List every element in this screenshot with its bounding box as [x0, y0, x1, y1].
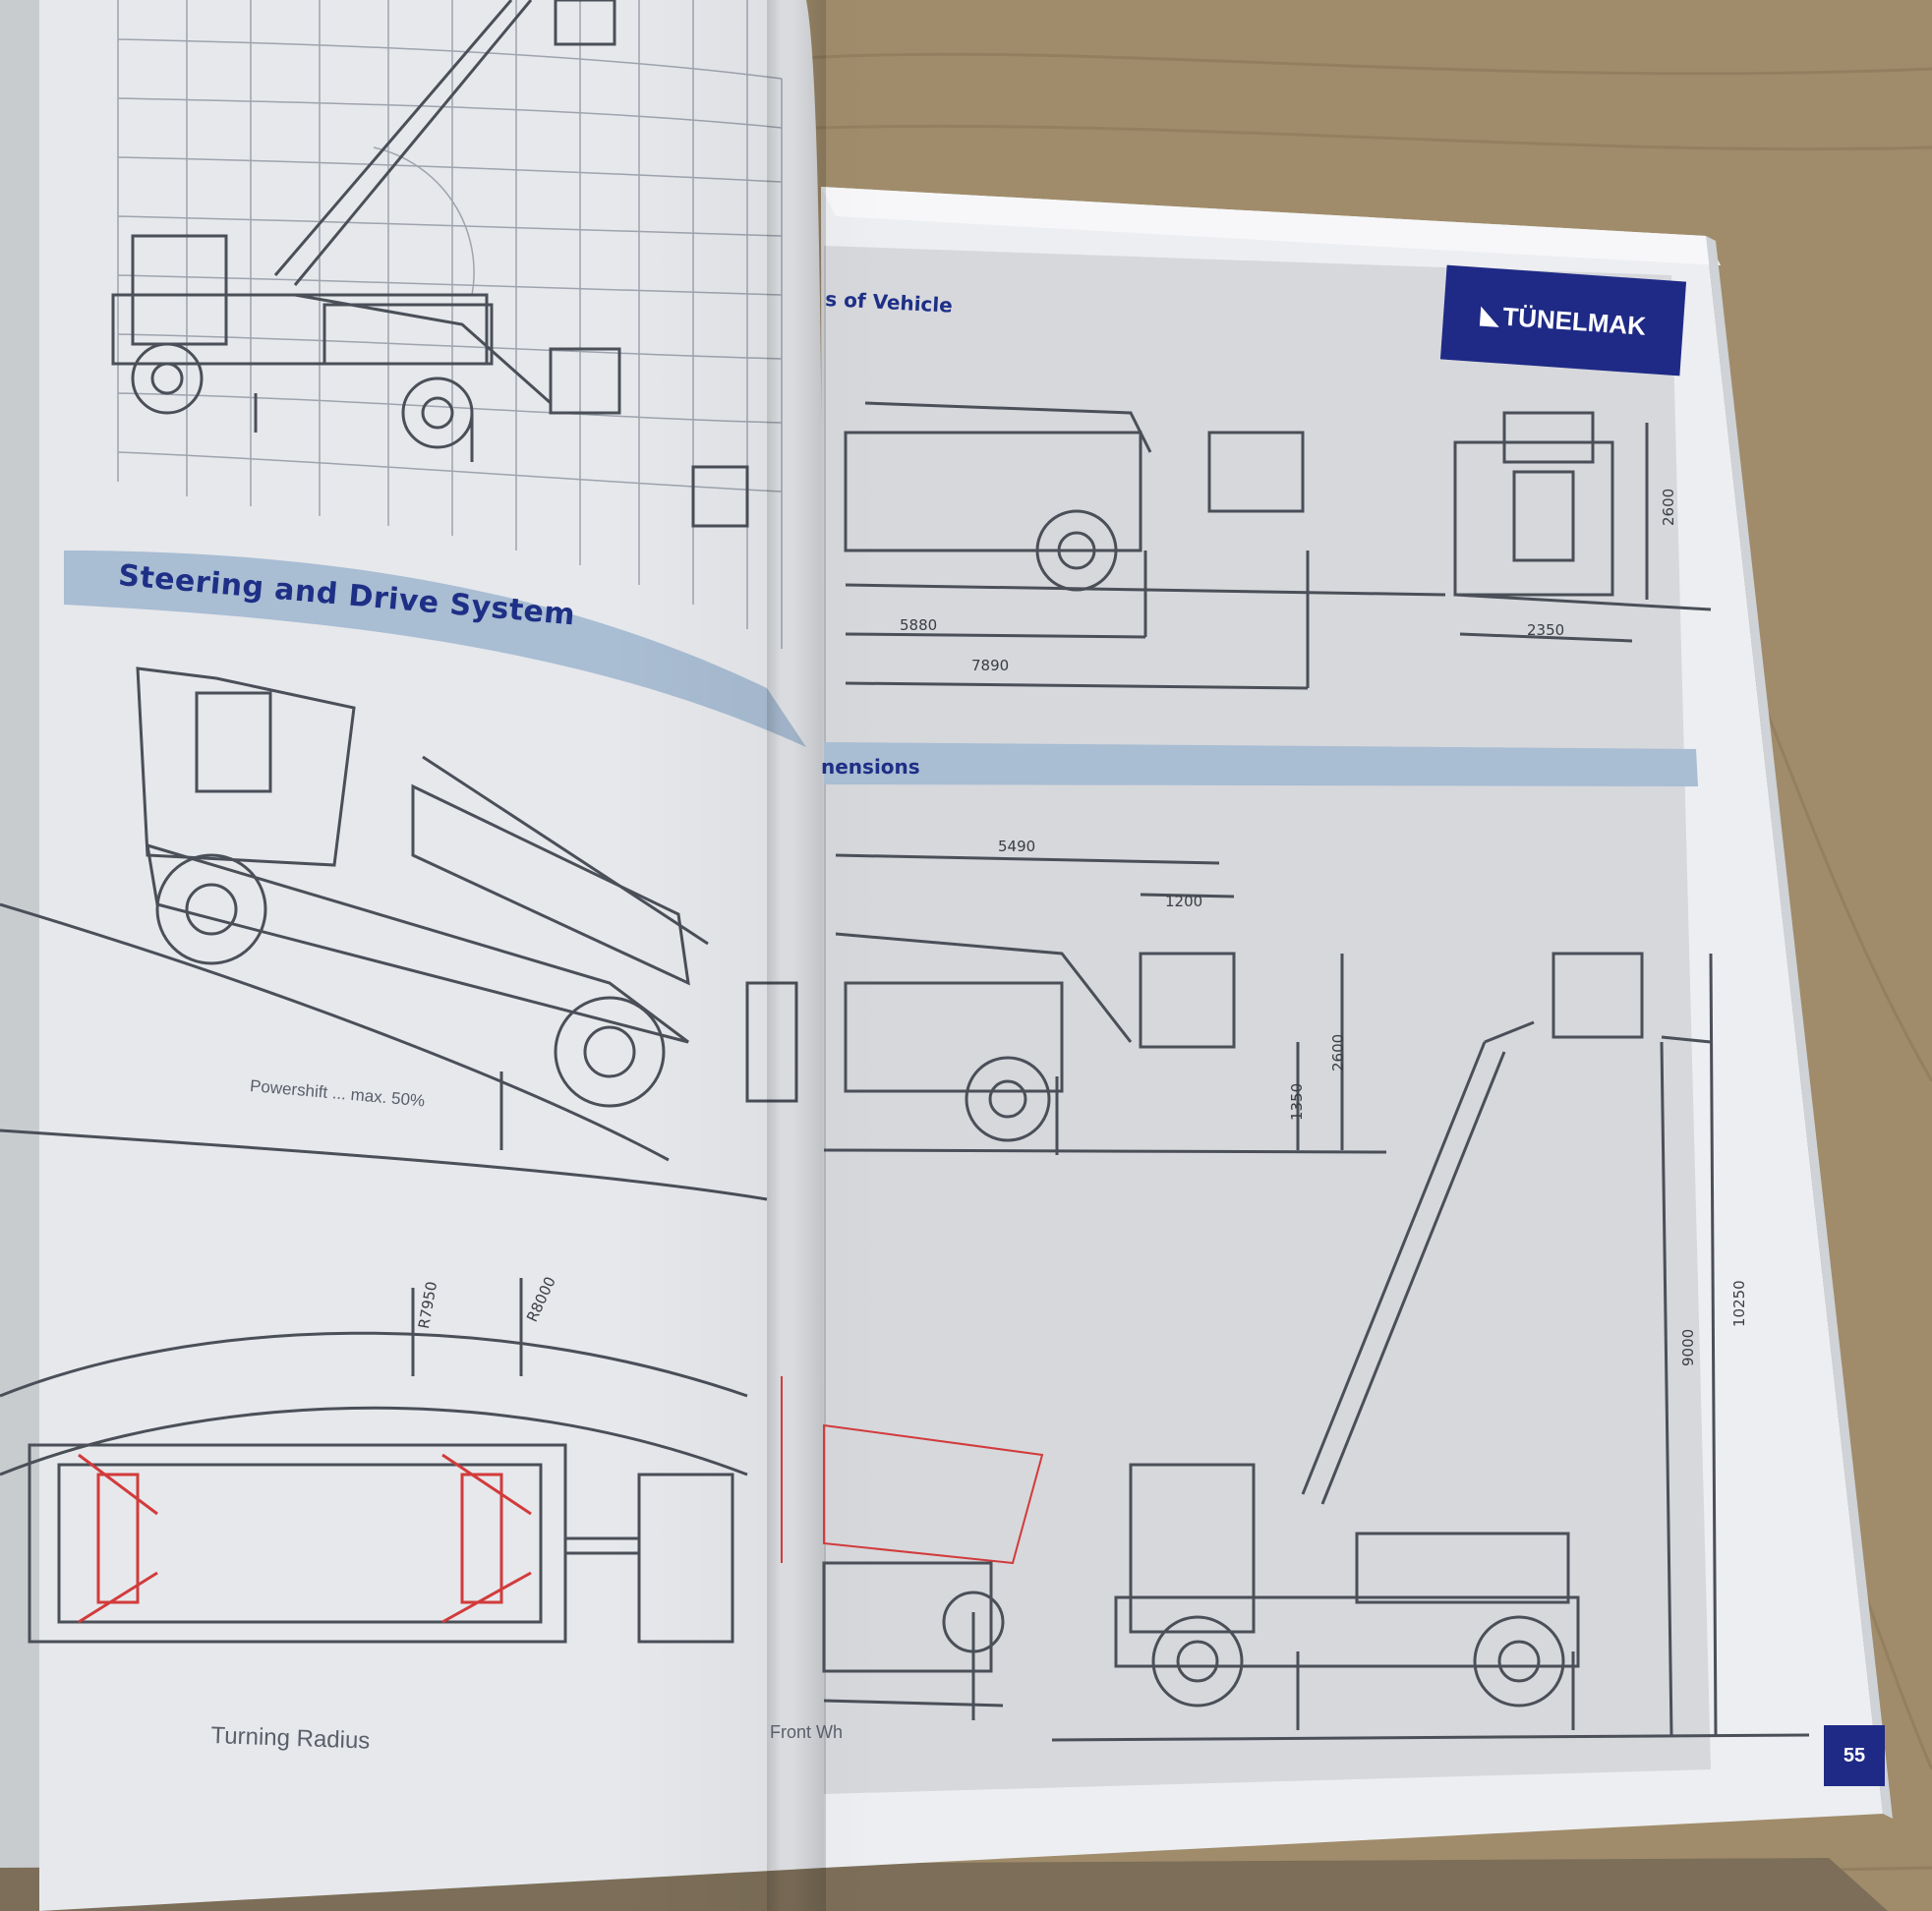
dim-basket-width: 1200	[1165, 893, 1203, 910]
dim-basket-height: 2600	[1329, 1033, 1347, 1071]
dim-height: 2600	[1660, 488, 1677, 526]
steering-band	[64, 550, 806, 747]
dim-length-total: 7890	[971, 657, 1010, 674]
vehicle-side-drawing	[844, 401, 1446, 690]
dim-total-height: 10250	[1730, 1280, 1748, 1327]
tunelmak-logo: ◣ TÜNELMAK	[1439, 264, 1687, 376]
truck-boom-drawing-top	[111, 0, 749, 528]
working-side-drawing	[823, 853, 1387, 1155]
tipper-drawing	[781, 1376, 1044, 1565]
dim-width: 2350	[1527, 621, 1565, 639]
dim-lift-height: 9000	[1679, 1328, 1697, 1366]
brand-mark-icon: ◣	[1480, 301, 1500, 329]
turning-radius-caption: Turning Radius	[210, 1722, 371, 1755]
right-page-panel	[824, 246, 1711, 1794]
dim-length-body: 5880	[900, 616, 938, 634]
tipper-chassis	[822, 1561, 1005, 1720]
section-title-dimensions: nensions	[821, 755, 920, 779]
front-wheel-markers	[78, 1453, 532, 1624]
dim-reach: 5490	[998, 838, 1036, 855]
dim-floor-height: 1350	[1288, 1082, 1306, 1121]
dimensions-band	[824, 742, 1698, 786]
front-wheel-label: Front Wh	[770, 1722, 844, 1742]
page-number: 55	[1824, 1725, 1885, 1786]
raised-boom-drawing	[1051, 952, 1810, 1742]
brand-name: TÜNELMAK	[1501, 301, 1648, 341]
vehicle-front-drawing	[1453, 411, 1712, 643]
